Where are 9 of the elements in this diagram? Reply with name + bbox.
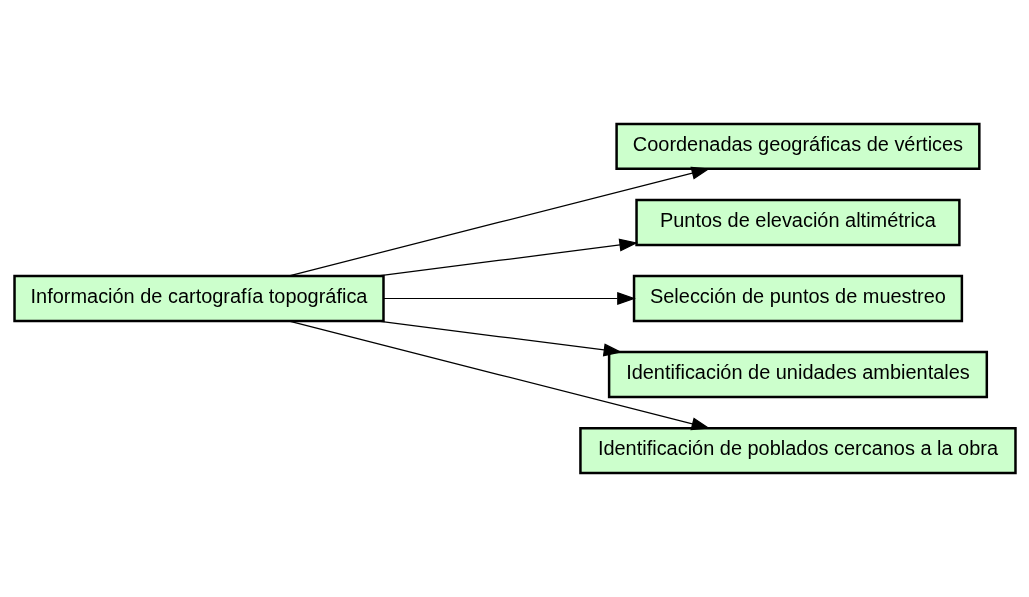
arrow — [382, 291, 636, 306]
arrow — [287, 320, 710, 431]
node-box: Identificación de poblados cercanos a la obra — [578, 426, 1017, 475]
node-box: Puntos de elevación altimétrica — [634, 198, 961, 247]
node-box: Información de cartografía topográfica — [12, 274, 385, 323]
arrow — [287, 166, 710, 277]
node-box: Coordenadas geográficas de vértices — [614, 122, 981, 171]
node-box: Selección de puntos de muestreo — [632, 274, 963, 323]
node-box: Identificación de unidades ambientales — [607, 350, 988, 399]
